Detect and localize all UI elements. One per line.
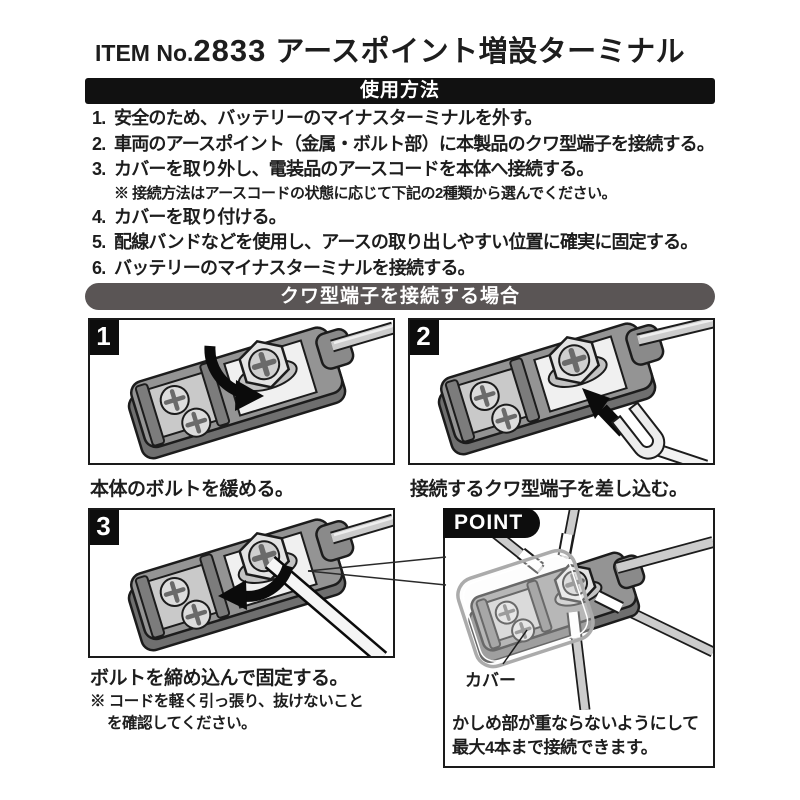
crimp-sleeves xyxy=(516,532,624,639)
item-number-label: 5. xyxy=(92,232,106,252)
point-caption: かしめ部が重ならないようにして 最大4本まで接続できます。 xyxy=(452,712,699,760)
step3-note-line2: を確認してください。 xyxy=(107,715,257,732)
fork-terminal-icon xyxy=(610,401,709,463)
item-number-label: 3. xyxy=(92,159,106,179)
step2-panel: 2 xyxy=(408,318,715,465)
point-caption-line2: 最大4本まで接続できます。 xyxy=(452,738,658,757)
kuwa-terminal-section-banner: クワ型端子を接続する場合 xyxy=(85,283,715,310)
item-text: カバーを取り付ける。 xyxy=(114,206,287,227)
step3-note: ※ コードを軽く引っ張り、抜けないこと を確認してください。 xyxy=(90,691,364,735)
tighten-arrow-icon xyxy=(218,564,294,610)
item-text: 安全のため、バッテリーのマイナスターミナルを外す。 xyxy=(114,108,543,128)
item-number-label: 6. xyxy=(92,257,106,278)
step1-panel: 1 xyxy=(88,318,395,465)
step1-number-chip: 1 xyxy=(90,320,119,355)
terminal-illustration-point xyxy=(456,510,713,710)
cover-leader-line xyxy=(502,629,528,665)
step2-caption: 接続するクワ型端子を差し込む。 xyxy=(410,479,688,500)
step3-note-line1: ※ コードを軽く引っ張り、抜けないこと xyxy=(90,693,364,710)
point-caption-line1: かしめ部が重ならないようにして xyxy=(452,714,699,733)
item-text: バッテリーのマイナスターミナルを接続する。 xyxy=(114,257,476,278)
instruction-item-3: 3. カバーを取り外し、電装品のアースコードを本体へ接続する。 xyxy=(92,157,718,183)
instruction-item-2: 2. 車両のアースポイント（金属・ボルト部）に本製品のクワ型端子を接続する。 xyxy=(92,132,718,158)
cover-outline xyxy=(456,548,595,669)
cover-label: カバー xyxy=(465,671,516,690)
step2-number-chip: 2 xyxy=(410,320,439,355)
item-number-label: 4. xyxy=(92,206,106,227)
usage-section-banner: 使用方法 xyxy=(85,78,715,104)
item-text: 配線バンドなどを使用し、アースの取り出しやすい位置に確実に固定する。 xyxy=(114,232,698,252)
item-text: 車両のアースポイント（金属・ボルト部）に本製品のクワ型端子を接続する。 xyxy=(114,133,715,154)
instruction-item-1: 1. 安全のため、バッテリーのマイナスターミナルを外す。 xyxy=(92,106,718,132)
point-label: POINT xyxy=(443,508,541,538)
product-name: アースポイント増設ターミナル xyxy=(275,36,686,68)
terminal-illustration-step3 xyxy=(127,513,393,656)
item-text: カバーを取り外し、電装品のアースコードを本体へ接続する。 xyxy=(114,159,594,179)
step1-caption: 本体のボルトを緩める。 xyxy=(90,479,294,500)
item-number: 2833 xyxy=(193,33,267,68)
item-label: ITEM No. xyxy=(95,40,194,66)
point-panel: POINT xyxy=(443,508,715,768)
instruction-item-6: 6. バッテリーのマイナスターミナルを接続する。 xyxy=(92,256,718,282)
item-number-label: 2. xyxy=(92,133,106,154)
instruction-item-5: 5. 配線バンドなどを使用し、アースの取り出しやすい位置に確実に固定する。 xyxy=(92,230,718,256)
step3-panel: 3 xyxy=(88,508,395,658)
step3-number-chip: 3 xyxy=(90,510,119,545)
terminal-illustration-step2 xyxy=(437,320,713,463)
instruction-list: 1. 安全のため、バッテリーのマイナスターミナルを外す。 2. 車両のアースポイ… xyxy=(92,106,718,281)
loosen-arrow-icon xyxy=(204,345,264,411)
zoom-callout-lines xyxy=(307,556,447,586)
terminal-illustration-step1 xyxy=(127,321,393,460)
step3-caption: ボルトを締め込んで固定する。 xyxy=(90,668,349,689)
item-number-label: 1. xyxy=(92,108,106,128)
instruction-item-4: 4. カバーを取り付ける。 xyxy=(92,205,718,231)
instruction-item-3-note: ※ 接続方法はアースコードの状態に応じて下記の2種類から選んでください。 xyxy=(114,184,617,202)
